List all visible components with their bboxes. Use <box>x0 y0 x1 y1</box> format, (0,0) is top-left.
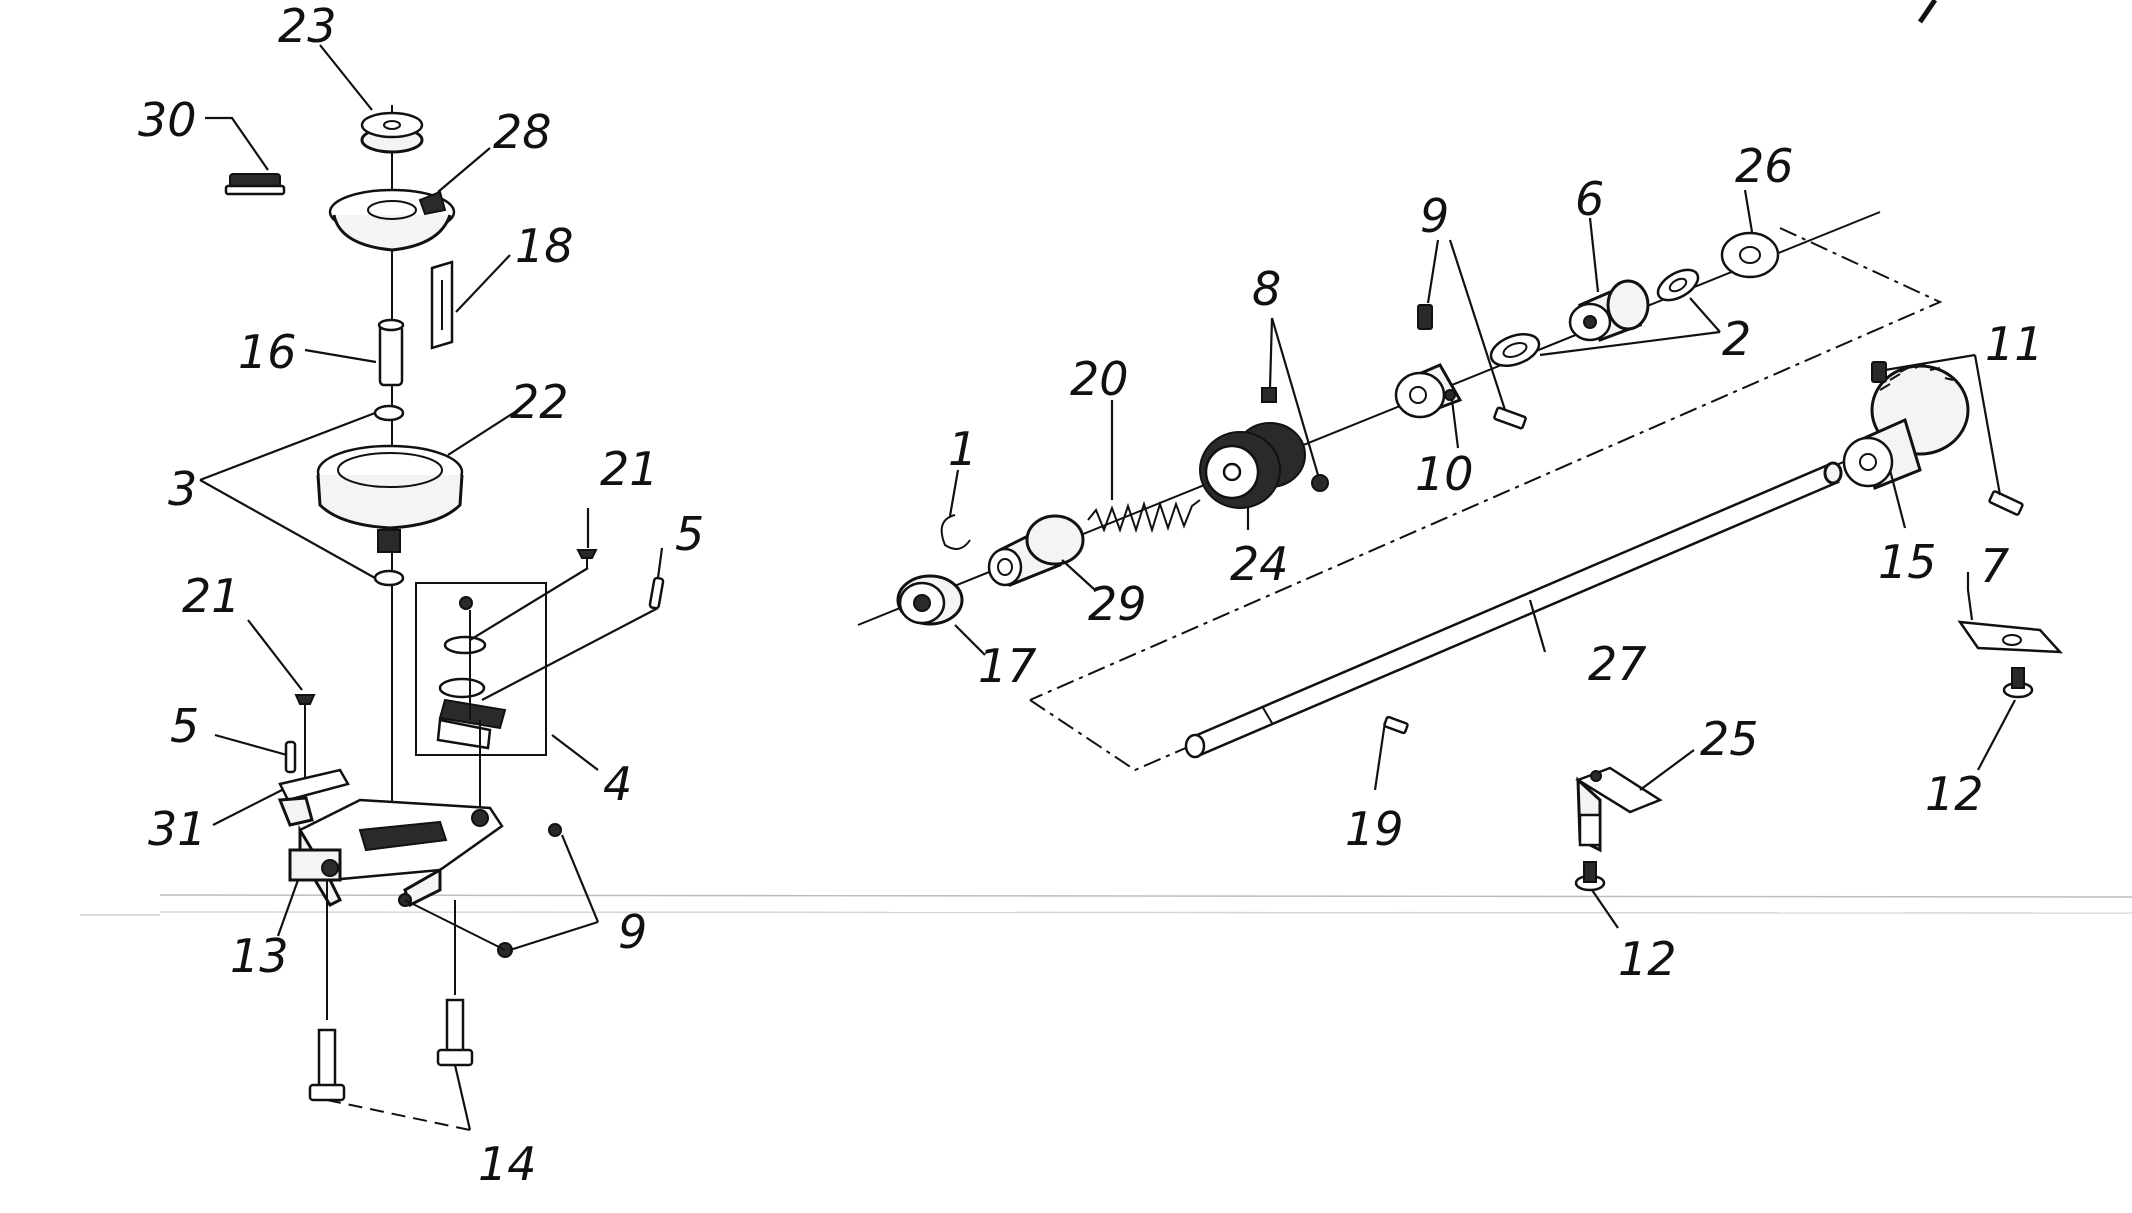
part-7-plate <box>1957 620 2063 654</box>
part-2-washers <box>1489 268 1700 367</box>
part-31-bracket <box>277 768 350 827</box>
label-5-upper: 5 <box>675 507 704 561</box>
left-assembly <box>199 44 665 1131</box>
label-18: 18 <box>515 219 574 273</box>
label-22: 22 <box>510 375 569 429</box>
label-20: 20 <box>1070 352 1129 406</box>
left-leader-lines <box>199 44 664 1131</box>
part-14-bolts <box>308 880 474 1102</box>
label-29: 29 <box>1088 577 1147 631</box>
right-leader-lines <box>948 189 2016 929</box>
label-6: 6 <box>1575 172 1604 226</box>
label-27: 27 <box>1588 637 1647 691</box>
part-4-subassembly <box>415 582 547 810</box>
part-20-spring <box>1087 499 1201 534</box>
part-9-set-screws-right <box>1417 304 1527 430</box>
base-plate <box>288 798 562 958</box>
label-11: 11 <box>1985 317 2044 371</box>
label-30: 30 <box>138 93 197 147</box>
part-28-bobbin-case <box>328 188 456 252</box>
part-25-bracket <box>1575 766 1663 853</box>
label-8: 8 <box>1252 262 1281 316</box>
label-23: 23 <box>278 0 337 53</box>
label-24: 24 <box>1230 537 1289 591</box>
label-13: 13 <box>230 929 289 983</box>
part-16-pin <box>377 318 405 387</box>
part-1-e-ring <box>940 514 971 550</box>
label-9-left: 9 <box>618 905 647 959</box>
label-3: 3 <box>168 462 197 516</box>
part-10-collar <box>1394 363 1463 419</box>
part-5-pins <box>284 576 665 774</box>
label-26: 26 <box>1735 139 1794 193</box>
part-8-set-screws <box>1261 387 1329 492</box>
label-25: 25 <box>1700 712 1759 766</box>
label-9-right: 9 <box>1420 189 1449 243</box>
label-31: 31 <box>148 802 207 856</box>
callout-labels: 23 30 28 18 16 22 3 21 5 21 5 31 4 13 9 … <box>138 0 2044 1191</box>
part-18-spring <box>430 260 454 350</box>
label-12-center: 12 <box>1618 932 1677 986</box>
part-29-sleeve <box>987 514 1085 588</box>
part-17-collar <box>896 574 964 626</box>
part-11-screws <box>1871 361 2024 516</box>
part-30-brush <box>224 173 286 196</box>
label-12-right: 12 <box>1925 767 1984 821</box>
part-21-screws <box>294 549 598 790</box>
part-6-bushing <box>1568 279 1650 342</box>
label-15: 15 <box>1878 535 1937 589</box>
label-1: 1 <box>948 422 977 476</box>
part-27-shaft <box>1184 461 1843 759</box>
part-26-washer <box>1720 231 1780 279</box>
label-21-lower: 21 <box>182 569 241 623</box>
label-10: 10 <box>1415 447 1474 501</box>
part-19-key <box>1383 715 1409 735</box>
part-22-rotary-hook <box>316 444 464 553</box>
part-15-pulley <box>1842 363 1970 490</box>
label-7: 7 <box>1980 539 2009 593</box>
part-12-screws <box>1574 667 2034 892</box>
label-21-upper: 21 <box>600 442 659 496</box>
label-4: 4 <box>603 757 632 811</box>
scan-artifacts <box>80 0 2132 916</box>
label-2: 2 <box>1722 312 1751 366</box>
right-assembly <box>857 189 2063 929</box>
part-24-gear <box>1199 422 1306 509</box>
label-14: 14 <box>478 1137 537 1191</box>
label-17-left: 17 <box>978 639 1037 693</box>
label-28: 28 <box>493 105 552 159</box>
label-5-lower: 5 <box>170 699 199 753</box>
part-23-bobbin <box>360 111 424 154</box>
label-19: 19 <box>1345 802 1404 856</box>
label-16: 16 <box>238 325 297 379</box>
